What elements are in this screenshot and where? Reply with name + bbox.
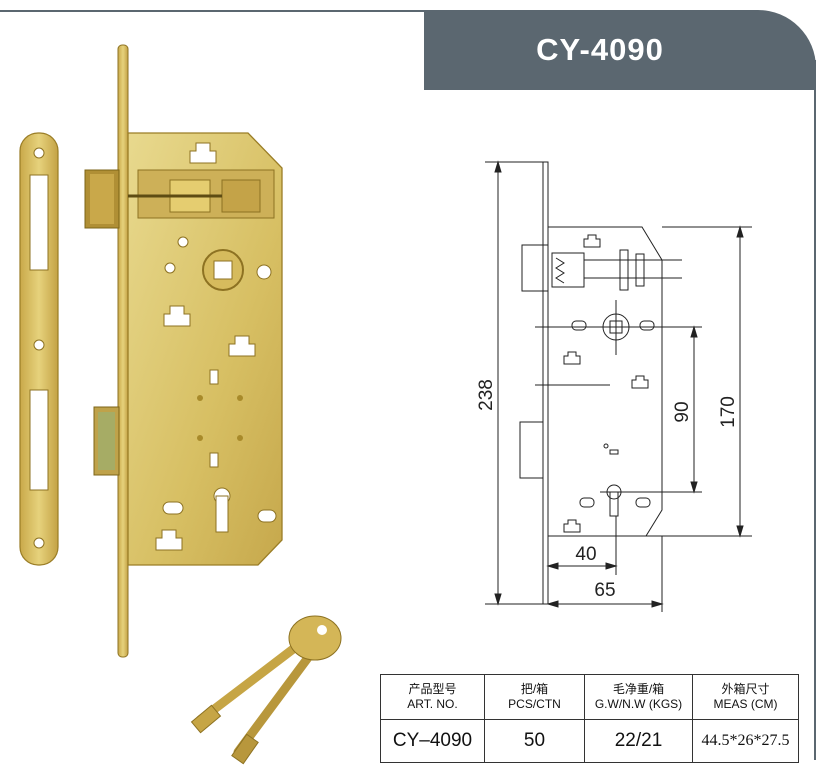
latch-bolt [84, 169, 120, 229]
lock-photo [19, 44, 342, 765]
keys [190, 615, 342, 765]
title-banner: CY-4090 [424, 10, 816, 90]
faceplate [117, 44, 129, 658]
dim-width-40: 40 [575, 544, 596, 565]
value-weight: 22/21 [584, 719, 693, 763]
right-frame-rule [814, 60, 816, 760]
dim-width-65: 65 [594, 580, 615, 601]
spec-header-row: 产品型号 ART. NO. 把/箱 PCS/CTN 毛净重/箱 G.W/N.W … [380, 674, 799, 720]
value-art-no: CY–4090 [380, 719, 485, 763]
strike-plate [19, 132, 59, 566]
dim-total-height: 238 [476, 379, 497, 411]
header-meas: 外箱尺寸 MEAS (CM) [692, 674, 799, 720]
lock-body [127, 132, 283, 566]
spec-value-row: CY–4090 50 22/21 44.5*26*27.5 [380, 719, 799, 763]
value-pcs-ctn: 50 [484, 719, 585, 763]
header-art-no: 产品型号 ART. NO. [380, 674, 485, 720]
value-meas: 44.5*26*27.5 [692, 719, 799, 763]
header-pcs-ctn: 把/箱 PCS/CTN [484, 674, 585, 720]
dim-height-170: 170 [718, 396, 739, 428]
technical-drawing: 238 170 90 40 65 [476, 160, 752, 612]
model-title: CY-4090 [536, 32, 664, 67]
spec-table: 产品型号 ART. NO. 把/箱 PCS/CTN 毛净重/箱 G.W/N.W … [380, 674, 799, 763]
dead-bolt [93, 406, 120, 476]
dim-height-90: 90 [672, 401, 693, 422]
header-weight: 毛净重/箱 G.W/N.W (KGS) [584, 674, 693, 720]
top-rule [0, 10, 426, 12]
